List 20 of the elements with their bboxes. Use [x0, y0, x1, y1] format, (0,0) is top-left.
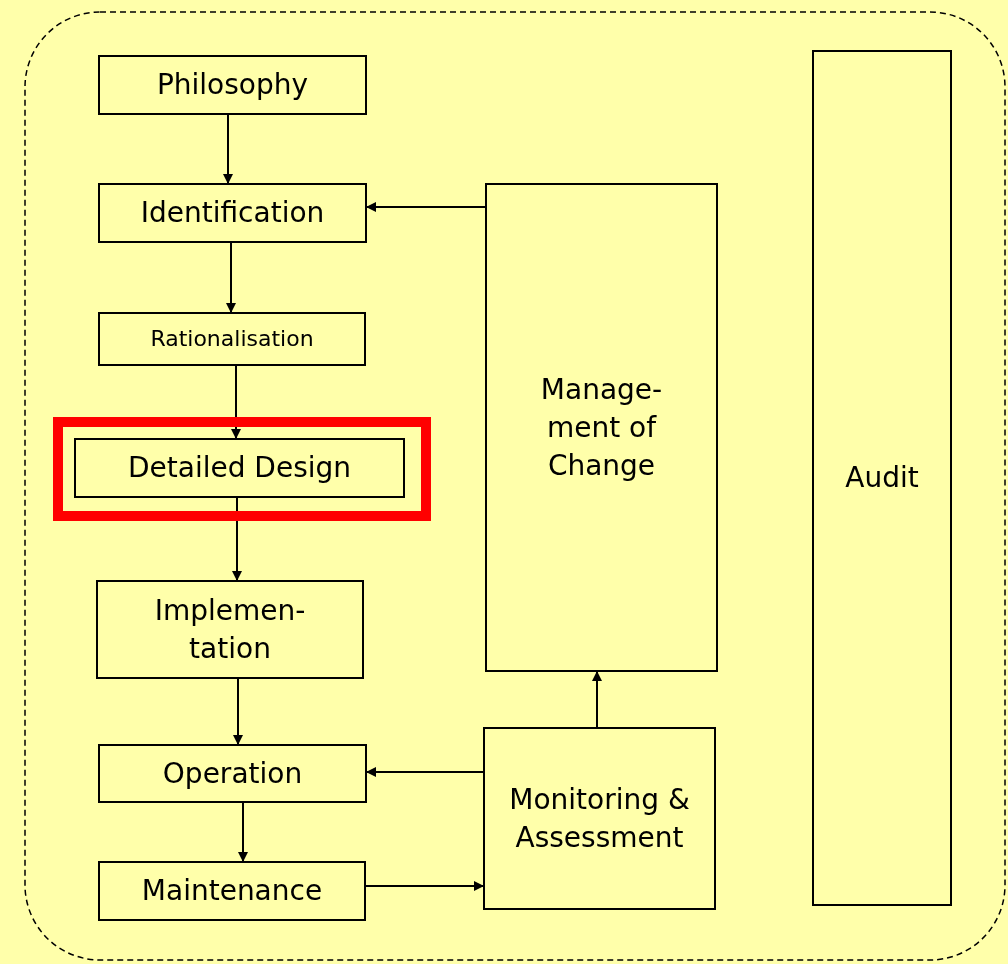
process-box: Maintenance — [98, 861, 366, 921]
arrow — [366, 202, 486, 212]
arrow — [232, 497, 242, 581]
process-box: Audit — [812, 50, 952, 906]
process-box: Rationalisation — [98, 312, 366, 366]
process-box: Implemen- tation — [96, 580, 364, 679]
process-box: Manage- ment of Change — [485, 183, 718, 672]
process-box: Detailed Design — [74, 438, 405, 498]
arrow — [592, 671, 602, 728]
arrow — [231, 365, 241, 439]
process-box: Monitoring & Assessment — [483, 727, 716, 910]
arrow — [365, 881, 484, 891]
arrow — [223, 114, 233, 184]
process-box: Philosophy — [98, 55, 367, 115]
arrow — [233, 678, 243, 745]
arrow — [226, 242, 236, 313]
arrow — [366, 767, 484, 777]
process-box: Identification — [98, 183, 367, 243]
process-box: Operation — [98, 744, 367, 803]
arrow — [238, 802, 248, 862]
